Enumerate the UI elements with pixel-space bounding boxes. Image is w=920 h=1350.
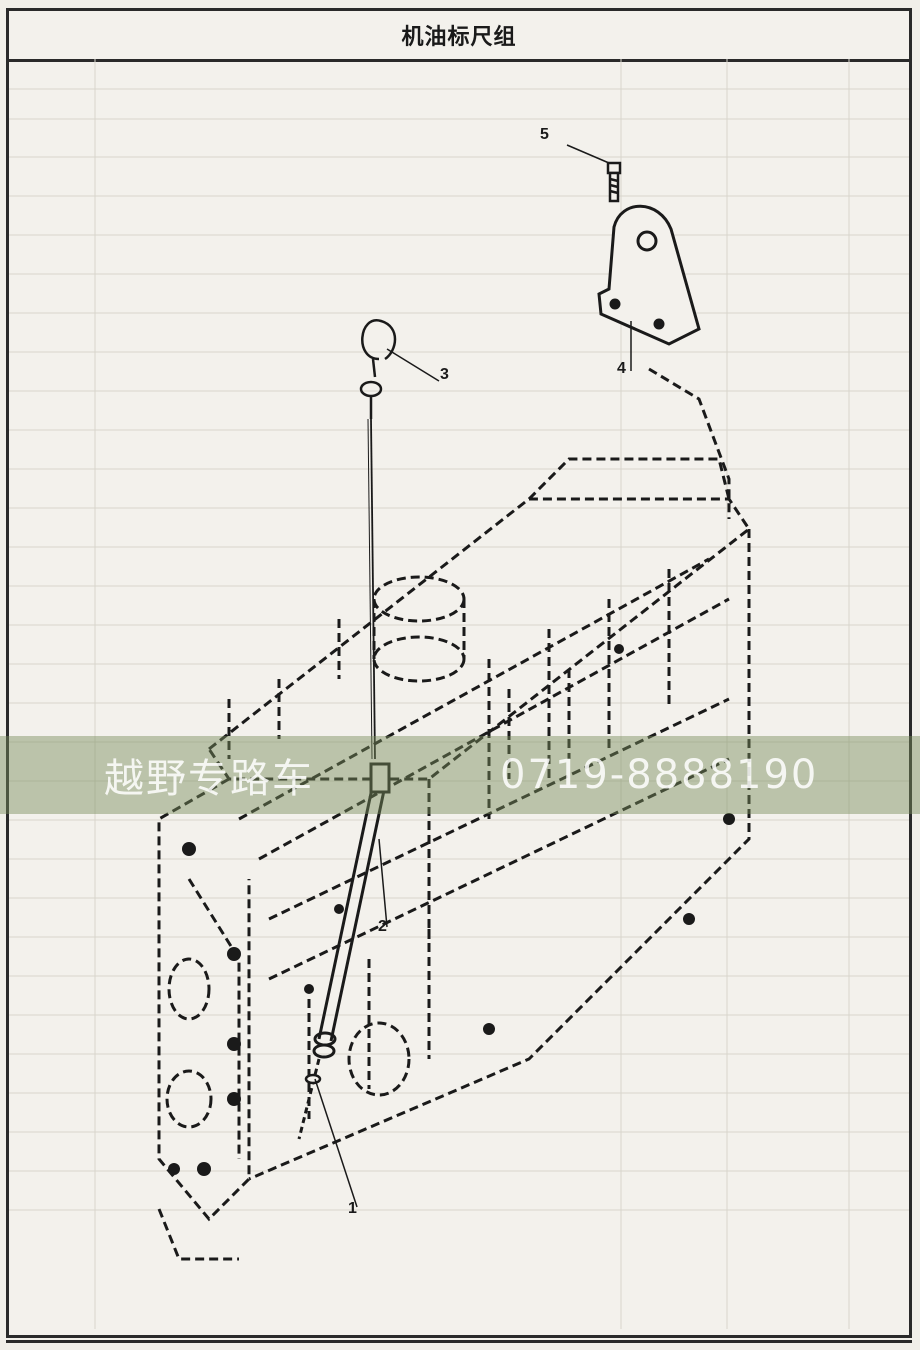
faint-table-grid bbox=[9, 59, 909, 1329]
engine-block bbox=[157, 367, 752, 1261]
dipstick bbox=[359, 319, 397, 760]
title-bar: 机油标尺组 bbox=[9, 11, 909, 62]
callout-5: 5 bbox=[540, 126, 549, 143]
engine-fasteners bbox=[168, 644, 735, 1176]
tube-seal bbox=[304, 1073, 322, 1085]
watermark-band: 越野专路车 0719-8888190 bbox=[0, 736, 920, 814]
bracket bbox=[597, 204, 701, 346]
callout-1: 1 bbox=[348, 1200, 357, 1217]
bottom-rule bbox=[6, 1340, 912, 1343]
callout-4: 4 bbox=[617, 360, 626, 377]
leader-lines bbox=[314, 144, 632, 1208]
callout-3: 3 bbox=[440, 366, 449, 383]
bolt bbox=[606, 161, 622, 203]
page-title: 机油标尺组 bbox=[401, 25, 517, 50]
callout-2: 2 bbox=[378, 918, 387, 935]
parts-diagram bbox=[9, 59, 909, 1329]
page-frame: 机油标尺组 bbox=[6, 8, 912, 1338]
watermark-name: 越野专路车 bbox=[104, 756, 314, 802]
watermark-phone: 0719-8888190 bbox=[500, 752, 819, 798]
dipstick-tube bbox=[297, 762, 391, 1140]
